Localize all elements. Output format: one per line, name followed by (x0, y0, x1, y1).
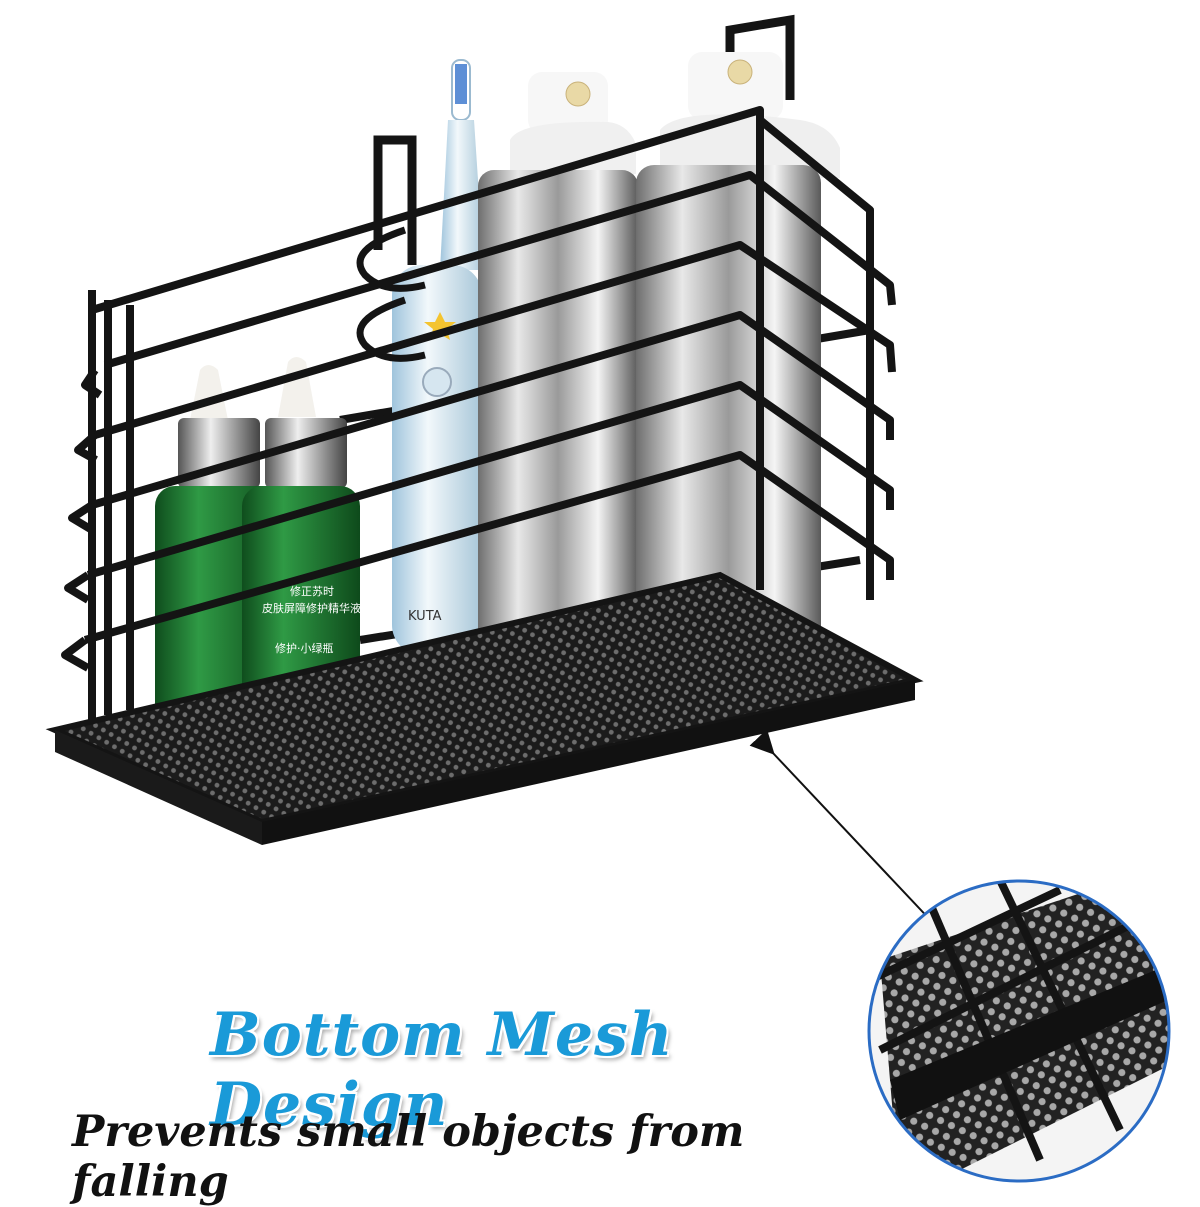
steel-bottles (478, 52, 840, 650)
zoom-detail-circle (867, 879, 1171, 1183)
subheadline: Prevents small objects from falling (72, 1107, 745, 1207)
mesh-bottom-tray (45, 571, 924, 845)
toothbrush-brand: KUTA (408, 609, 442, 624)
basket-front-frame (61, 106, 896, 720)
bottle-label-line-1: 修正苏时 (290, 584, 334, 598)
bottle-label-line-3: 修护·小绿瓶 (275, 641, 334, 655)
bottle-label-line-2: 皮肤屏障修护精华液 (262, 601, 361, 615)
headline: Bottom Mesh Design (210, 1000, 674, 1140)
electric-toothbrush: KUTA (392, 59, 484, 655)
coil-hooks (356, 226, 426, 362)
arrow-pointer-icon (749, 729, 936, 926)
